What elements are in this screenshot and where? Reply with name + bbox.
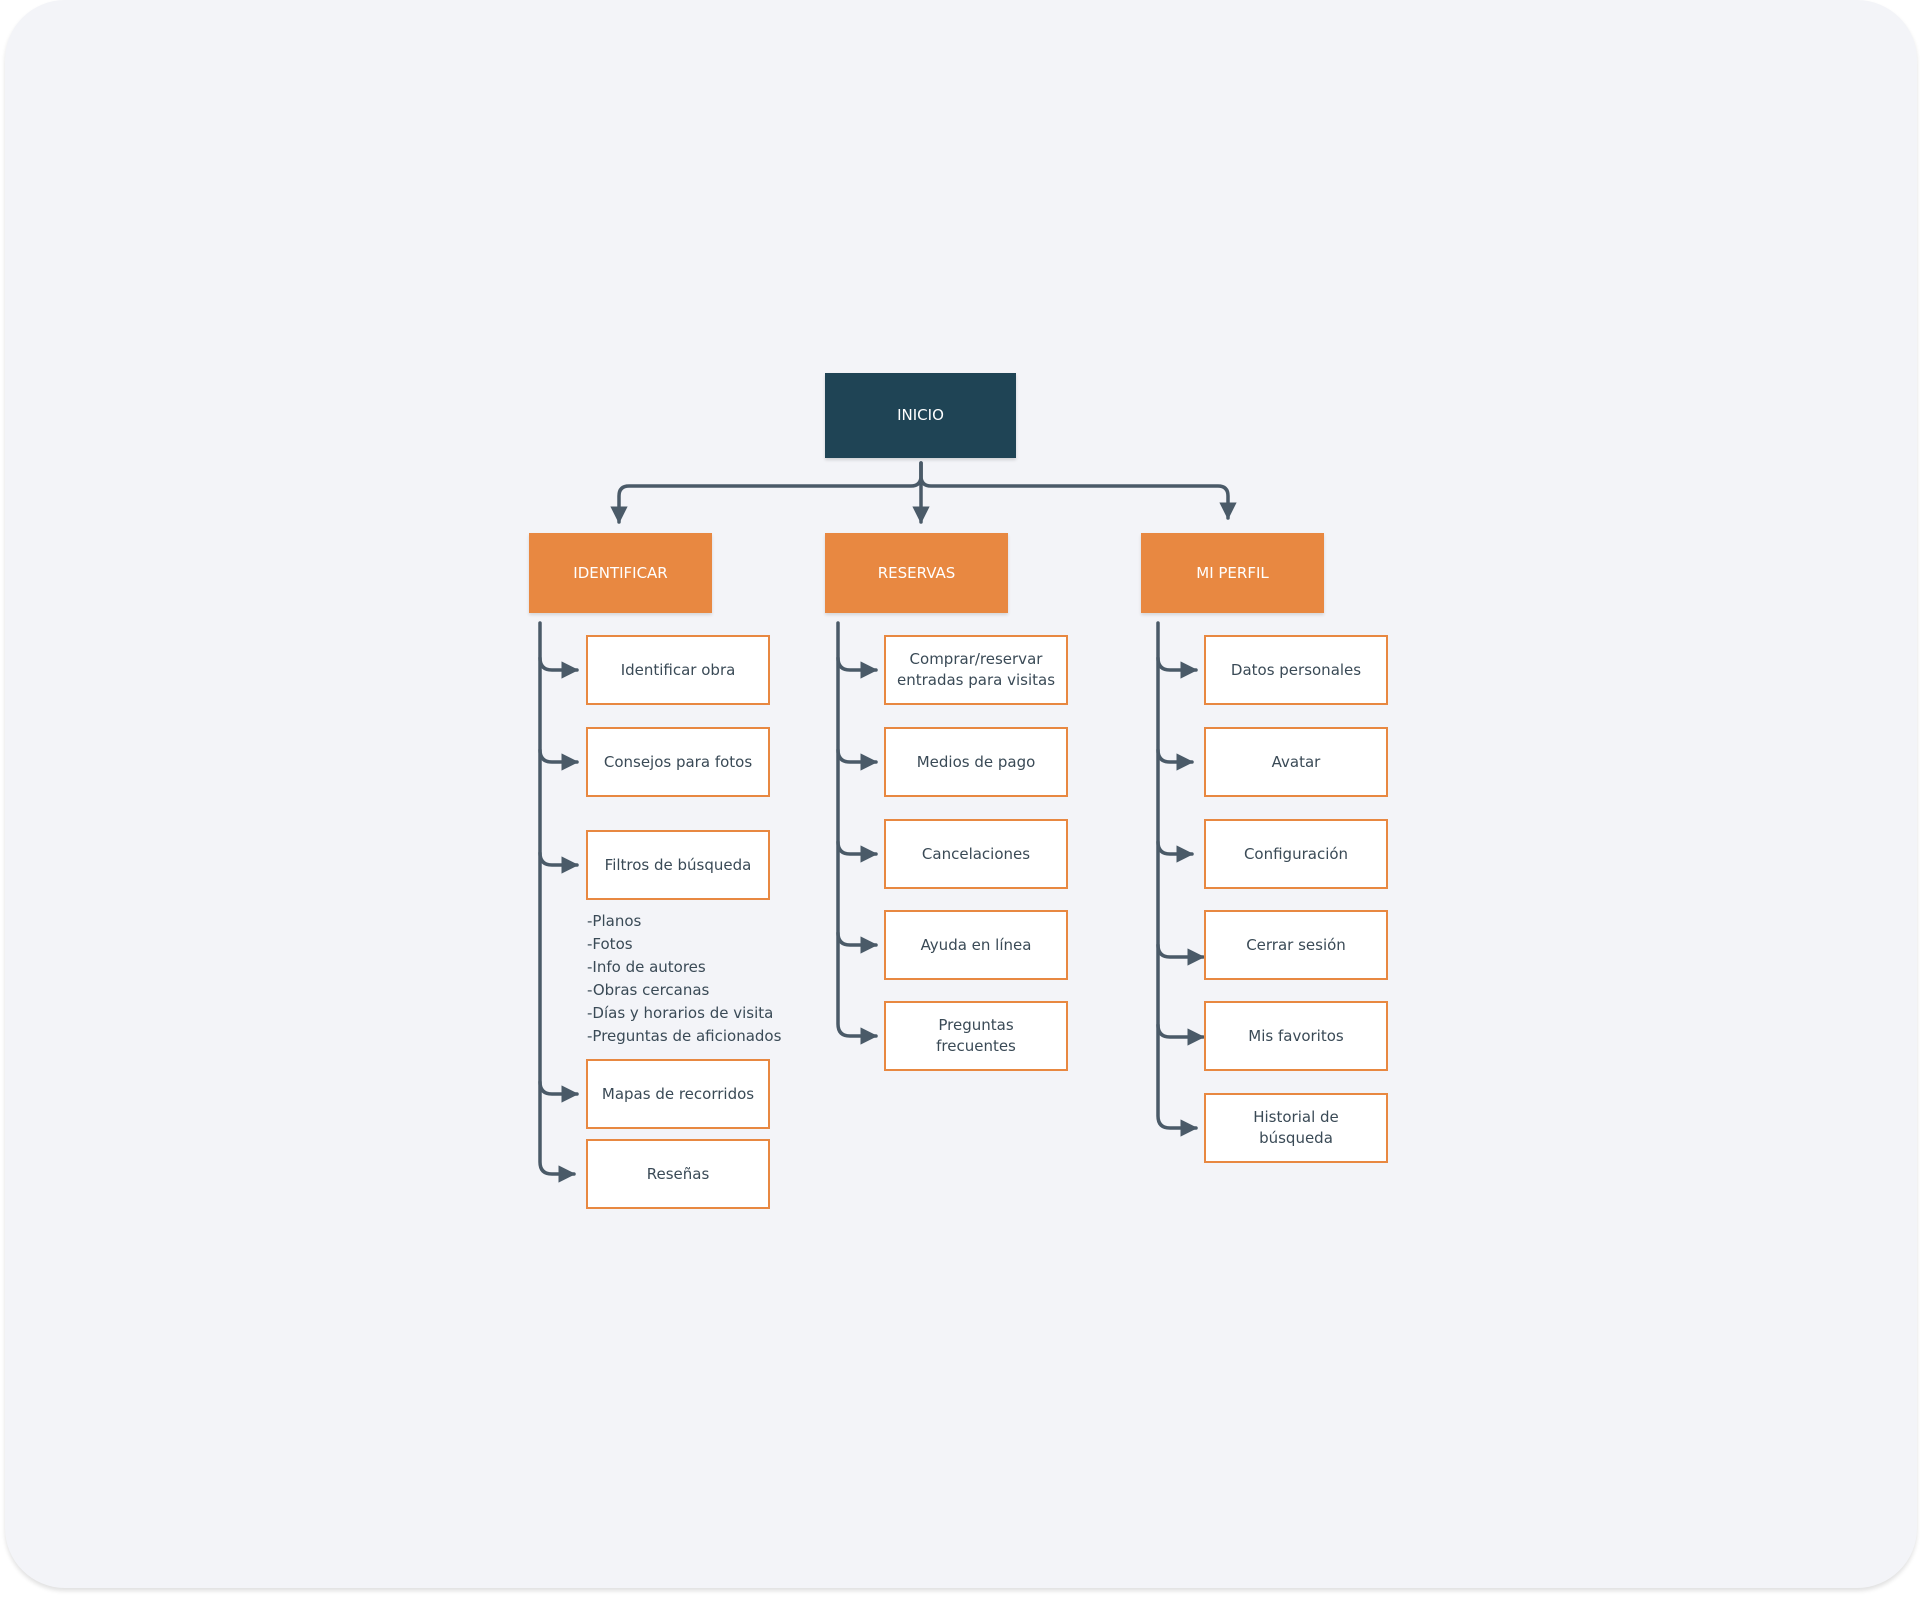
node-reservas[interactable]: RESERVAS — [825, 533, 1008, 613]
node-cerrar-sesion[interactable]: Cerrar sesión — [1204, 910, 1388, 980]
filtros-note-item: -Días y horarios de visita — [587, 1004, 774, 1022]
filtros-note-item: -Planos — [587, 912, 642, 930]
node-resenas[interactable]: Reseñas — [586, 1139, 770, 1209]
node-historial-busqueda[interactable]: Historial de búsqueda — [1204, 1093, 1388, 1163]
node-consejos-fotos[interactable]: Consejos para fotos — [586, 727, 770, 797]
node-configuracion[interactable]: Configuración — [1204, 819, 1388, 889]
node-mi-perfil[interactable]: MI PERFIL — [1141, 533, 1324, 613]
filtros-note-item: -Preguntas de aficionados — [587, 1027, 782, 1045]
filtros-notes: -Planos -Fotos -Info de autores -Obras c… — [587, 910, 781, 1048]
node-ayuda-linea[interactable]: Ayuda en línea — [884, 910, 1068, 980]
node-mapas-recorridos[interactable]: Mapas de recorridos — [586, 1059, 770, 1129]
node-identificar[interactable]: IDENTIFICAR — [529, 533, 712, 613]
node-filtros-busqueda[interactable]: Filtros de búsqueda — [586, 830, 770, 900]
node-avatar[interactable]: Avatar — [1204, 727, 1388, 797]
node-inicio[interactable]: INICIO — [825, 373, 1016, 458]
node-cancelaciones[interactable]: Cancelaciones — [884, 819, 1068, 889]
node-medios-pago[interactable]: Medios de pago — [884, 727, 1068, 797]
node-comprar-reservar[interactable]: Comprar/reservar entradas para visitas — [884, 635, 1068, 705]
filtros-note-item: -Obras cercanas — [587, 981, 710, 999]
node-preguntas-frecuentes[interactable]: Preguntas frecuentes — [884, 1001, 1068, 1071]
filtros-note-item: -Fotos — [587, 935, 633, 953]
node-mis-favoritos[interactable]: Mis favoritos — [1204, 1001, 1388, 1071]
filtros-note-item: -Info de autores — [587, 958, 706, 976]
node-datos-personales[interactable]: Datos personales — [1204, 635, 1388, 705]
node-identificar-obra[interactable]: Identificar obra — [586, 635, 770, 705]
